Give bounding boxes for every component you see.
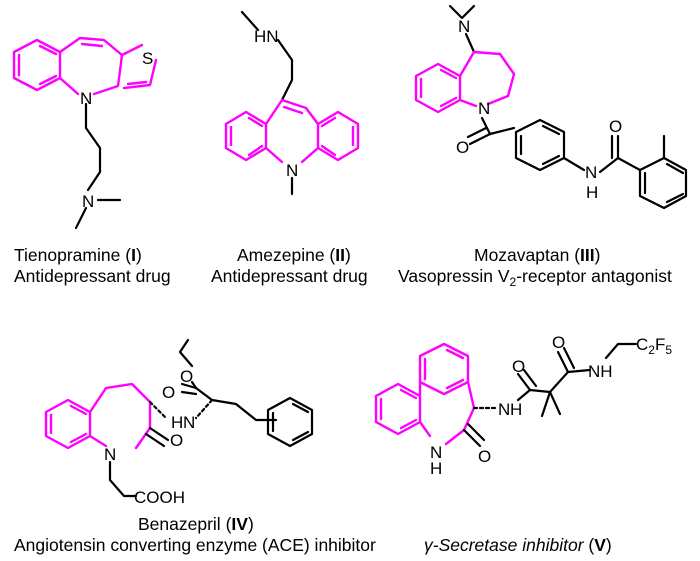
compound-name: Benazepril <box>138 514 221 534</box>
compound-name: Amezepine <box>237 245 325 265</box>
compound-numeral: I <box>131 245 136 265</box>
compound-role: Angiotensin converting enzyme (ACE) inhi… <box>14 535 376 555</box>
compound-numeral: V <box>594 535 606 555</box>
atom-label: H <box>430 459 442 478</box>
atom-label: N <box>82 192 94 211</box>
caption-compound-II: Amezepine (II) Antidepressant drug <box>211 245 368 286</box>
atom-label: O <box>170 431 183 450</box>
compound-role-suffix: -receptor antagonist <box>516 266 672 286</box>
atom-label: N <box>430 443 442 462</box>
caption-compound-IV: Benazepril (IV) Angiotensin converting e… <box>14 514 376 555</box>
structure-tienopramine <box>12 36 158 230</box>
caption-compound-I: Tienopramine (I) Antidepressant drug <box>14 245 171 286</box>
structure-gamma-secretase-inhibitor <box>374 342 638 448</box>
atom-label: NH <box>588 362 613 381</box>
atom-label: N <box>585 163 597 182</box>
atom-label: N <box>458 17 470 36</box>
atom-label: O <box>478 447 491 466</box>
atom-label: H <box>510 400 522 419</box>
atom-label: O <box>162 383 175 402</box>
atom-label-c2f5: C2F5 <box>636 335 672 357</box>
atom-label: N <box>478 99 490 118</box>
atom-label: O <box>609 117 622 136</box>
compound-name: Tienopramine <box>14 245 120 265</box>
svg-text:γ-Secretase inhibitor (V): γ-Secretase inhibitor (V) <box>424 535 612 555</box>
structure-amezepine <box>224 10 360 196</box>
svg-text:Mozavaptan (III): Mozavaptan (III) <box>474 245 600 265</box>
caption-compound-III: Mozavaptan (III) Vasopressin V2-receptor… <box>398 245 672 289</box>
atom-label: H <box>586 183 598 202</box>
svg-text:Amezepine (II): Amezepine (II) <box>237 245 351 265</box>
compound-numeral: III <box>580 245 595 265</box>
compound-role: Vasopressin V <box>398 266 510 286</box>
atom-label: O <box>180 367 193 386</box>
atom-label: N <box>104 445 116 464</box>
atom-label: N <box>80 89 92 108</box>
compound-name: γ-Secretase inhibitor <box>424 535 585 555</box>
atom-label: S <box>142 49 153 68</box>
atom-label: N <box>286 161 298 180</box>
structure-mozavaptan <box>414 4 688 210</box>
atom-label: O <box>456 138 469 157</box>
compound-numeral: II <box>335 245 345 265</box>
compound-numeral: IV <box>231 514 248 534</box>
atom-label: O <box>512 357 525 376</box>
svg-text:Tienopramine (I): Tienopramine (I) <box>14 245 142 265</box>
compound-name: Mozavaptan <box>474 245 569 265</box>
atom-label: O <box>552 333 565 352</box>
structure-benazepril <box>44 338 314 498</box>
atom-label: N <box>498 400 510 419</box>
atom-label: COOH <box>134 488 185 507</box>
atom-label: HN <box>254 27 279 46</box>
caption-compound-V: γ-Secretase inhibitor (V) <box>424 535 612 555</box>
compound-role: Antidepressant drug <box>14 266 171 286</box>
svg-text:Benazepril (IV): Benazepril (IV) <box>138 514 254 534</box>
compound-role: Antidepressant drug <box>211 266 368 286</box>
svg-text:Vasopressin V2-receptor antago: Vasopressin V2-receptor antagonist <box>398 266 672 289</box>
compound-role-subscript: 2 <box>510 275 517 289</box>
atom-label: N <box>183 413 195 432</box>
atom-label: H <box>171 413 183 432</box>
